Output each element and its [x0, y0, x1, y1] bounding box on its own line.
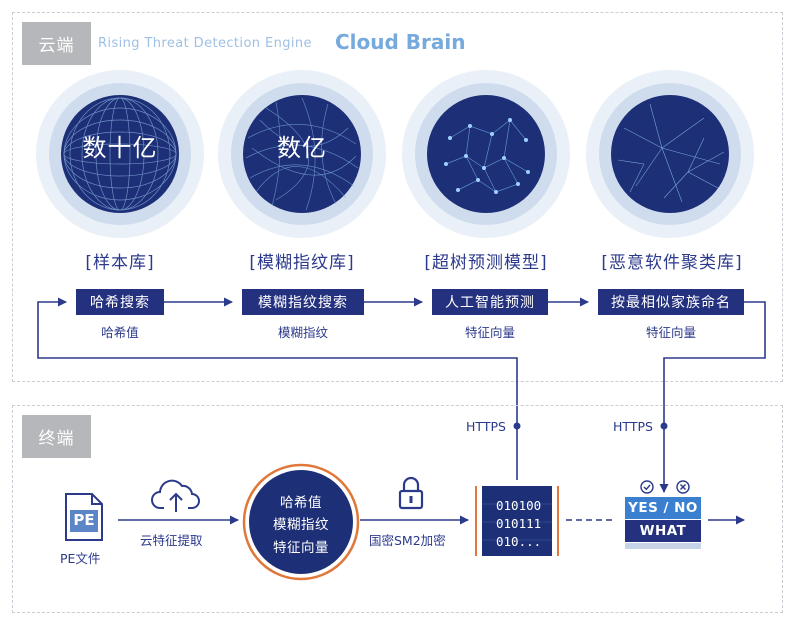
- sphere-sample-db: 数十亿: [34, 68, 206, 240]
- db-label-fingerprint: [模糊指纹库]: [249, 253, 355, 273]
- db-label-sample: [样本库]: [85, 253, 155, 273]
- feature-circle: 哈希值 模糊指纹 特征向量: [242, 463, 360, 581]
- terminal-section-tag: 终端: [22, 415, 91, 458]
- binary-line-3: 010...: [496, 534, 542, 549]
- sphere-graphic: [586, 70, 754, 238]
- engine-subtitle: Rising Threat Detection Engine: [98, 36, 312, 51]
- verdict-stripe: [625, 543, 701, 549]
- circle-line-vector: 特征向量: [273, 540, 329, 556]
- cloud-extract-label: 云特征提取: [140, 533, 203, 548]
- sphere-graphic: [218, 70, 386, 238]
- terminal-section: [12, 405, 783, 613]
- sphere-cluster-db: [584, 68, 756, 240]
- binary-line-1: 010100: [496, 498, 542, 513]
- pe-file-label: PE文件: [60, 551, 101, 566]
- step-hash-search: 哈希搜索: [76, 289, 164, 315]
- verdict-yes-no: YES / NO: [625, 497, 701, 519]
- sphere-graphic: [402, 70, 570, 238]
- pe-file-icon: PE: [64, 492, 104, 542]
- cloud-upload-icon: [150, 478, 202, 514]
- step-sub-vector-ai: 特征向量: [464, 325, 515, 340]
- pe-icon-text: PE: [73, 511, 95, 529]
- step-sub-hash: 哈希值: [101, 325, 139, 340]
- step-sub-vector-family: 特征向量: [645, 325, 696, 340]
- binary-line-2: 010111: [496, 516, 542, 531]
- binary-panel: 010100 010111 010...: [474, 484, 560, 558]
- lock-icon: [398, 476, 424, 510]
- https-label-left: HTTPS: [466, 419, 506, 434]
- verdict-what: WHAT: [625, 520, 701, 542]
- db-label-tree-model: [超树预测模型]: [424, 253, 548, 273]
- sphere-label: 数十亿: [82, 134, 158, 162]
- https-label-right: HTTPS: [613, 419, 653, 434]
- check-icon: [640, 479, 654, 494]
- step-ai-prediction: 人工智能预测: [432, 289, 548, 315]
- circle-line-fingerprint: 模糊指纹: [273, 517, 329, 533]
- step-family-naming: 按最相似家族命名: [598, 289, 744, 315]
- sphere-fingerprint-db: 数亿: [216, 68, 388, 240]
- cloud-brain-title: Cloud Brain: [335, 30, 466, 54]
- sphere-tree-model: [400, 68, 572, 240]
- circle-line-hash: 哈希值: [280, 495, 322, 511]
- step-sub-fingerprint: 模糊指纹: [277, 325, 328, 340]
- step-fuzzy-fingerprint-search: 模糊指纹搜索: [242, 289, 364, 315]
- db-label-cluster: [恶意软件聚类库]: [601, 253, 743, 273]
- cloud-section-tag: 云端: [22, 22, 91, 65]
- sphere-graphic: [36, 70, 204, 238]
- sphere-label: 数亿: [277, 134, 327, 162]
- encrypt-label: 国密SM2加密: [369, 533, 446, 548]
- cross-icon: [676, 479, 690, 494]
